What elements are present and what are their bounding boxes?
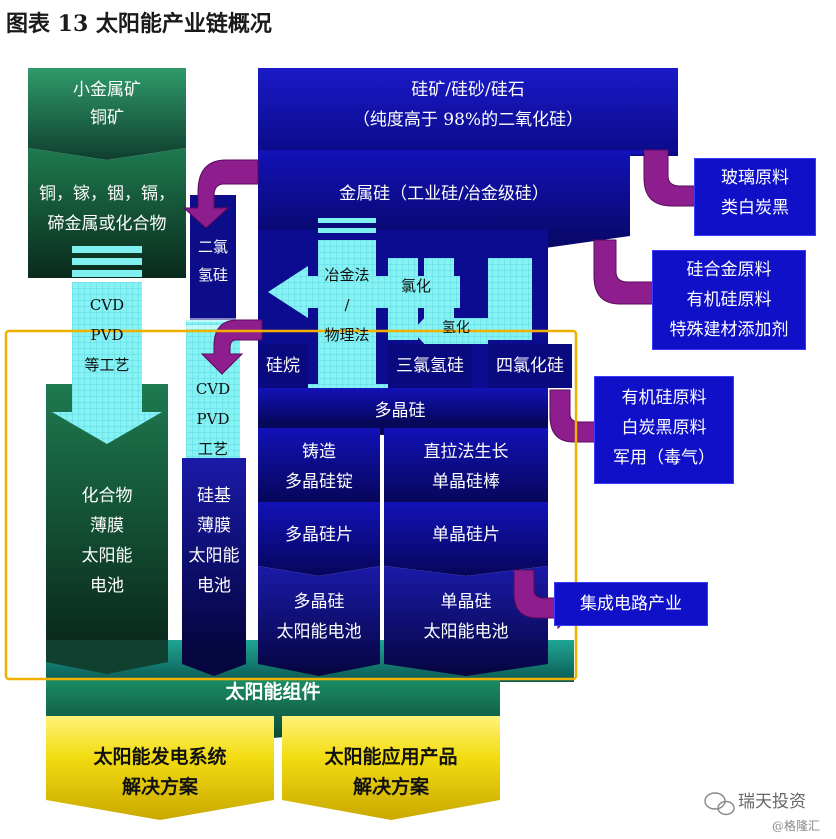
ic-label: 集成电路产业 (580, 594, 682, 614)
polysilicon-label: 多晶硅 (374, 401, 426, 421)
dichloro-line1: 二氯 (197, 238, 228, 256)
compound-cell-line3: 太阳能 (81, 546, 133, 566)
glass-line2: 类白炭黑 (721, 198, 789, 218)
mono-cell-line2: 太阳能电池 (423, 622, 509, 642)
si-cell-line3: 太阳能 (188, 546, 240, 566)
hydrogenation-label: 氢化 (442, 320, 470, 336)
organic-line1: 有机硅原料 (621, 388, 707, 408)
poly-wafer-block (258, 502, 380, 576)
mono-wafer-block (384, 502, 548, 576)
alloy-line1: 硅合金原料 (686, 260, 772, 280)
hydrogenation-grid (488, 258, 532, 340)
stripe (186, 325, 240, 329)
silane-label: 硅烷 (266, 356, 300, 376)
glass-line1: 玻璃原料 (721, 168, 789, 188)
cvd-label: CVD (89, 296, 125, 314)
trichlorosilane-label: 三氯氢硅 (396, 356, 464, 376)
si-cell-line4: 电池 (197, 576, 231, 596)
power-system-line1: 太阳能发电系统 (93, 746, 227, 768)
highlight-frame (4, 329, 578, 681)
chlorination-label: 氯化 (400, 277, 431, 295)
poly-wafer-label: 多晶硅片 (285, 525, 353, 545)
application-line2: 解决方案 (352, 776, 429, 798)
metals-line2: 碲金属或化合物 (47, 214, 167, 234)
silicon-ore-line1: 硅矿/硅砂/硅石 (411, 80, 525, 100)
stripe (186, 318, 240, 322)
alloy-line3: 特殊建材添加剂 (669, 320, 789, 340)
czochralski-line1: 直拉法生长 (423, 442, 509, 462)
trichlorosilane-box (388, 344, 472, 388)
alloy-box: 硅合金原料 有机硅原料 特殊建材添加剂 (652, 250, 806, 350)
si-cell-line2: 薄膜 (197, 516, 231, 536)
cyan-stripe (318, 218, 376, 223)
pvd-label: PVD (90, 326, 124, 344)
method-line1: 冶金法 (324, 266, 370, 284)
metal-silicon-label: 金属硅（工业硅/冶金级硅） (339, 184, 549, 204)
glass-box: 玻璃原料 类白炭黑 (694, 158, 816, 236)
si-pvd-label: PVD (196, 410, 230, 428)
ic-box: 集成电路产业 (554, 582, 708, 626)
metal-compound-block (28, 148, 186, 278)
mono-wafer-label: 单晶硅片 (432, 525, 500, 545)
tetrachlorosilane-box (488, 344, 572, 388)
tetrachlorosilane-label: 四氯化硅 (496, 356, 564, 376)
alloy-line2: 有机硅原料 (686, 290, 772, 310)
arrow-to-silicon-cvd (200, 319, 263, 375)
cyan-stripe (72, 270, 142, 277)
silicon-ore-block (258, 68, 678, 156)
cvd-pvd-arrow (52, 282, 162, 444)
si-cell-line1: 硅基 (197, 486, 231, 506)
power-system-block (46, 716, 274, 820)
method-line3: 物理法 (324, 326, 370, 344)
watermark-source: @格隆汇 (772, 819, 821, 833)
silane-box (258, 344, 308, 388)
poly-cell-block (258, 566, 380, 676)
compound-cell-line2: 薄膜 (90, 516, 124, 536)
silicon-thin-film-cell-block (182, 458, 246, 648)
compound-cell-line4: 电池 (90, 576, 124, 596)
dichloro-line2: 氢硅 (197, 266, 228, 284)
organic-line2: 白炭黑原料 (621, 418, 707, 438)
module-label: 太阳能组件 (225, 681, 321, 703)
organic-box: 有机硅原料 白炭黑原料 军用（毒气） (594, 376, 734, 484)
small-metal-ore-block (28, 68, 186, 160)
application-line1: 太阳能应用产品 (324, 746, 458, 768)
mono-cell-line1: 单晶硅 (440, 592, 492, 612)
compound-cell-line1: 化合物 (81, 486, 133, 506)
cyan-stripe (318, 228, 376, 233)
wechat-icon (704, 792, 735, 816)
poly-cell-line1: 多晶硅 (293, 592, 345, 612)
casting-line2: 多晶硅锭 (285, 472, 353, 492)
power-system-line2: 解决方案 (121, 776, 198, 798)
method-line2: / (344, 296, 350, 314)
si-cvd-label: CVD (195, 380, 231, 398)
mono-ingot-block (384, 428, 548, 502)
metallurgical-method-arrow (296, 240, 398, 416)
page-title: 图表 13 太阳能产业链概况 (6, 11, 272, 37)
silicon-cell-bottom (182, 648, 246, 676)
polysilicon-band (258, 388, 548, 424)
poly-cell-line2: 太阳能电池 (276, 622, 362, 642)
ore-line2: 铜矿 (90, 108, 124, 128)
silicon-ore-line2: （纯度高于 98%的二氧化硅） (352, 110, 584, 130)
cyan-stripe (72, 246, 142, 253)
ore-line1: 小金属矿 (73, 80, 141, 100)
casting-line1: 铸造 (302, 442, 336, 462)
mono-cell-block (384, 566, 548, 676)
application-product-block (282, 716, 500, 820)
cyan-stripe (72, 258, 142, 265)
cast-ingot-block (258, 428, 380, 502)
metals-line1: 铜，镓，铟，镉， (39, 184, 175, 204)
arrow-to-dichlorosilane (182, 159, 259, 229)
organic-line3: 军用（毒气） (613, 448, 715, 468)
compound-cell-bottom (46, 640, 168, 674)
si-process-label: 工艺 (197, 440, 228, 458)
process-label: 等工艺 (84, 356, 130, 374)
watermark-brand: 瑞天投资 (738, 792, 806, 812)
czochralski-line2: 单晶硅棒 (432, 472, 500, 492)
